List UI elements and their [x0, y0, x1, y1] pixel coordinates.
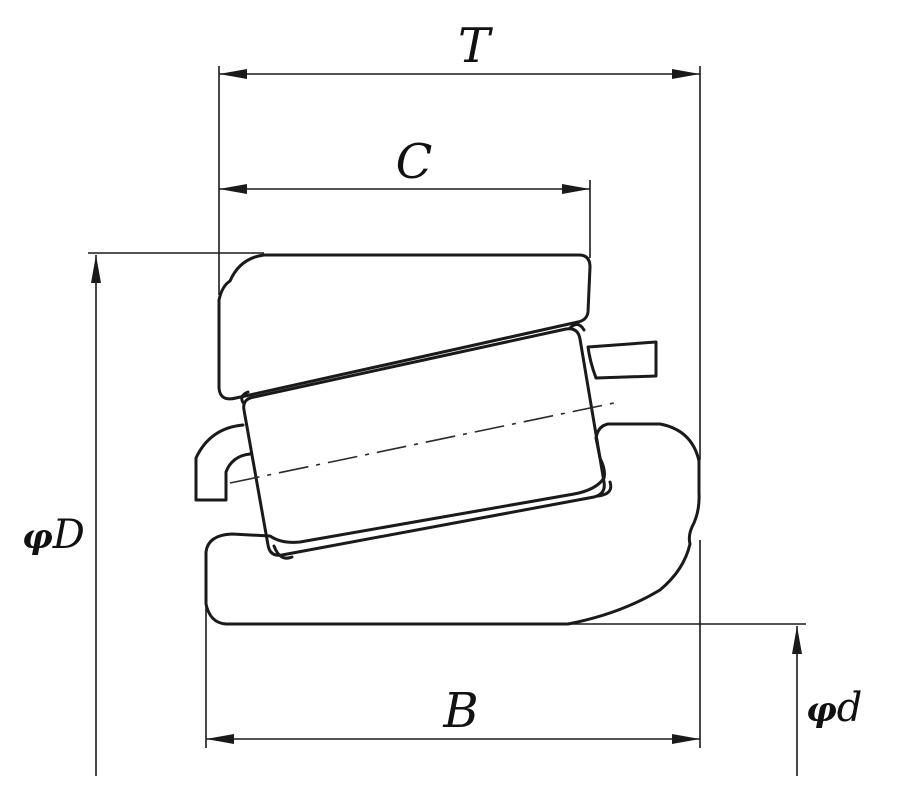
label-bore-diameter: φd: [806, 685, 862, 731]
arrowhead-t-right: [672, 69, 700, 79]
cage-right: [586, 340, 658, 380]
arrowhead-c-right: [562, 184, 590, 194]
cage-left: [194, 423, 252, 502]
roller-relief-top: [568, 323, 586, 332]
tapered-roller: [242, 327, 606, 557]
label-d-bore: d: [837, 685, 863, 731]
arrowhead-outer-diameter: [91, 255, 101, 283]
arrowhead-b-left: [206, 734, 234, 744]
arrowhead-t-left: [219, 69, 247, 79]
outer-ring-cup: [217, 253, 592, 401]
inner-ring-cone: [204, 422, 701, 626]
arrowhead-b-right: [672, 734, 700, 744]
arrowhead-bore-diameter: [792, 626, 802, 654]
roller-relief-right: [596, 480, 613, 498]
phi-symbol-bore: φ: [806, 690, 837, 730]
arrowhead-c-left: [219, 184, 247, 194]
label-t: T: [458, 18, 493, 74]
roller-axis-centerline: [229, 402, 615, 484]
label-outer-diameter: φD: [22, 512, 85, 558]
label-b: B: [442, 683, 478, 739]
roller-relief-left: [240, 390, 250, 406]
label-d-outer: D: [52, 512, 85, 558]
label-c: C: [396, 134, 433, 190]
phi-symbol-outer: φ: [22, 517, 53, 557]
roller-relief-bottom: [272, 544, 294, 560]
